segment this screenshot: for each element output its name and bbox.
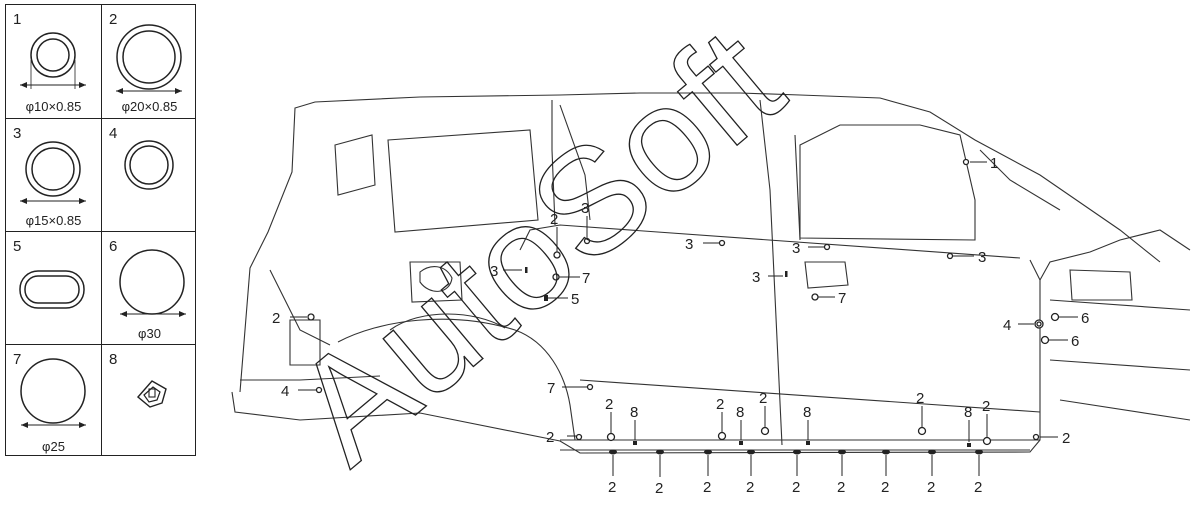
callout-label: 2	[982, 398, 990, 415]
callout-label: 2	[974, 479, 982, 496]
callout-label: 3	[792, 240, 800, 257]
callout-label: 2	[837, 479, 845, 496]
callout-label: 7	[582, 270, 590, 287]
callout-label: 2	[655, 480, 663, 497]
leader-lines	[290, 161, 1078, 477]
legend-number: 6	[109, 238, 118, 255]
legend-cell-4: 4	[102, 119, 197, 232]
callout-label: 2	[608, 479, 616, 496]
callout-label: 2	[550, 211, 558, 228]
oval-grommet-icon	[19, 270, 85, 309]
callout-label: 3	[685, 236, 693, 253]
callout-label: 8	[964, 404, 972, 421]
legend-number: 8	[109, 351, 118, 368]
grommet-icon	[20, 32, 86, 89]
callout-label: 6	[1081, 310, 1089, 327]
legend-cell-7: 7 φ25	[6, 345, 101, 458]
legend-cell-6: 6 φ30	[102, 232, 197, 345]
callout-label: 8	[736, 404, 744, 421]
legend-dimension: φ10×0.85	[25, 99, 82, 114]
grommet-icon	[20, 141, 86, 204]
callout-label: 2	[927, 479, 935, 496]
legend-divider	[6, 118, 195, 119]
legend-number: 5	[13, 238, 22, 255]
grommet-icon	[116, 24, 182, 94]
legend-number: 3	[13, 125, 22, 142]
callout-label: 2	[716, 396, 724, 413]
parts-legend-table: 1 φ10×0.85 2 φ20×0.85 3 φ15×0.85	[5, 4, 196, 456]
round-plug-icon	[119, 249, 186, 317]
legend-dimension: φ20×0.85	[121, 99, 178, 114]
legend-dimension: φ25	[42, 439, 65, 454]
callout-label: 8	[630, 404, 638, 421]
callout-label: 2	[881, 479, 889, 496]
callout-labels: 1 2 3 3 3 3 3 3 5 7 7 2 4 6 6 4 2 7 2 8 …	[272, 155, 1089, 497]
legend-divider	[6, 231, 195, 232]
watermark-text: AutoSoft	[263, 0, 812, 495]
callout-label: 7	[547, 380, 555, 397]
callout-label: 4	[281, 383, 289, 400]
callout-label: 2	[272, 310, 280, 327]
callout-label: 2	[1062, 430, 1070, 447]
callout-label: 2	[759, 390, 767, 407]
legend-cell-5: 5	[6, 232, 101, 345]
round-plug-icon	[20, 358, 86, 428]
legend-number: 2	[109, 11, 118, 28]
callout-label: 6	[1071, 333, 1079, 350]
legend-number: 7	[13, 351, 22, 368]
legend-number: 1	[13, 11, 22, 28]
legend-cell-1: 1 φ10×0.85	[6, 5, 101, 118]
grommet-icon	[124, 140, 174, 190]
callout-label: 3	[752, 269, 760, 286]
clip-markers	[525, 267, 983, 455]
callout-label: 2	[792, 479, 800, 496]
callout-label: 4	[1003, 317, 1011, 334]
callout-label: 2	[546, 429, 554, 446]
fastener-markers	[307, 158, 1060, 446]
callout-label: 2	[916, 390, 924, 407]
callout-label: 2	[703, 479, 711, 496]
callout-label: 3	[978, 249, 986, 266]
callout-label: 7	[838, 290, 846, 307]
callout-label: 5	[571, 291, 579, 308]
legend-cell-8: 8	[102, 345, 197, 458]
legend-number: 4	[109, 125, 118, 142]
legend-divider	[101, 5, 102, 455]
vehicle-body-side-diagram: 1 2 3 3 3 3 3 3 5 7 7 2 4 6 6 4 2 7 2 8 …	[231, 0, 1191, 497]
legend-dimension: φ15×0.85	[25, 213, 82, 228]
callout-label: 1	[990, 155, 998, 172]
legend-cell-2: 2 φ20×0.85	[102, 5, 197, 118]
legend-divider	[6, 344, 195, 345]
watermark: AutoSoft	[262, 0, 812, 495]
callout-label: 2	[746, 479, 754, 496]
callout-label: 8	[803, 404, 811, 421]
callout-label: 3	[581, 200, 589, 217]
clip-icon	[137, 380, 167, 408]
legend-dimension: φ30	[138, 326, 161, 341]
callout-label: 3	[490, 263, 498, 280]
callout-label: 2	[605, 396, 613, 413]
legend-cell-3: 3 φ15×0.85	[6, 119, 101, 232]
